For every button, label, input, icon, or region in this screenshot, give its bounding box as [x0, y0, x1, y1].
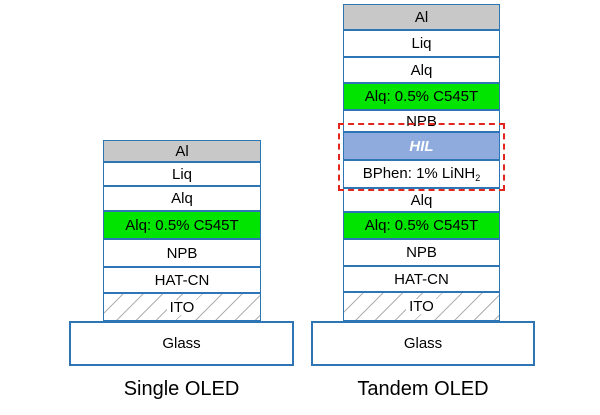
tandem-ito-layer: ITO — [343, 292, 500, 321]
single-oled-caption: Single OLED — [123, 378, 240, 400]
single-glass-substrate: Glass — [69, 321, 294, 366]
tandem-ito-label: ITO — [406, 299, 437, 314]
single-al-layer: Al — [103, 140, 261, 162]
single-alq-layer: Alq — [103, 186, 261, 211]
tandem-npb-bottom-layer: NPB — [343, 239, 500, 266]
single-hatcn-layer: HAT-CN — [103, 267, 261, 293]
single-npb-layer: NPB — [103, 239, 261, 267]
tandem-glass-substrate: Glass — [311, 321, 535, 366]
tandem-hatcn-layer: HAT-CN — [343, 266, 500, 292]
tandem-emitter-bottom-layer: Alq: 0.5% C545T — [343, 212, 500, 239]
tandem-bphen-layer: BPhen: 1% LiNH2 — [343, 160, 500, 188]
charge-generation-highlight — [338, 123, 505, 191]
tandem-emitter-top-layer: Alq: 0.5% C545T — [343, 83, 500, 110]
single-ito-label: ITO — [166, 299, 198, 315]
tandem-hil-layer: HIL — [343, 132, 500, 160]
single-liq-layer: Liq — [103, 162, 261, 186]
tandem-alq-top-layer: Alq — [343, 57, 500, 83]
tandem-al-layer: Al — [343, 4, 500, 30]
single-ito-layer: ITO — [103, 293, 261, 321]
tandem-alq-bottom-layer: Alq — [343, 188, 500, 212]
single-emitter-layer: Alq: 0.5% C545T — [103, 211, 261, 239]
tandem-oled-caption: Tandem OLED — [357, 378, 489, 400]
tandem-liq-layer: Liq — [343, 30, 500, 57]
tandem-bphen-label: BPhen: 1% LiNH2 — [362, 164, 481, 183]
